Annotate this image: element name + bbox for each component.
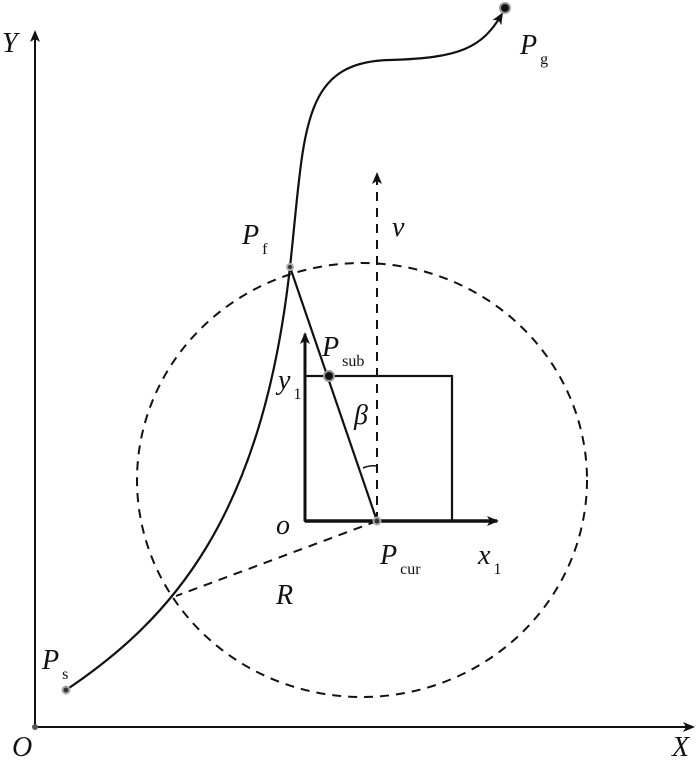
pf-sub: f <box>262 241 268 258</box>
lookahead-circle <box>136 262 588 698</box>
velocity-label: v <box>392 212 405 243</box>
pg-sub: g <box>540 51 549 68</box>
y1-main: y <box>278 365 291 396</box>
ps-main: P <box>42 645 60 676</box>
point-ps <box>61 685 71 695</box>
x1-sub: 1 <box>493 561 502 578</box>
psub-main: P <box>322 332 340 363</box>
point-pcur <box>372 516 382 526</box>
y-axis-label: Y <box>2 28 18 59</box>
radius-line <box>175 520 378 597</box>
beta-angle-arc <box>362 465 378 469</box>
lookahead-line <box>288 266 379 522</box>
point-pf <box>286 263 294 271</box>
ps-sub: s <box>62 666 69 683</box>
pcur-main: P <box>380 540 398 571</box>
vehicle-box <box>303 374 454 523</box>
point-psub <box>323 370 335 382</box>
origin-point <box>32 724 38 730</box>
y1-sub: 1 <box>293 386 302 403</box>
planned-path-curve <box>65 12 504 691</box>
origin-label: O <box>12 732 33 763</box>
beta-label: β <box>354 400 368 431</box>
local-origin-label: o <box>276 510 290 541</box>
x1-main: x <box>478 540 491 571</box>
psub-sub: sub <box>342 353 365 370</box>
point-pg <box>499 2 511 14</box>
pf-main: P <box>242 220 260 251</box>
radius-label: R <box>276 580 294 611</box>
pcur-sub: cur <box>400 561 421 578</box>
x-axis-label: X <box>672 732 690 763</box>
pg-main: P <box>520 30 538 61</box>
